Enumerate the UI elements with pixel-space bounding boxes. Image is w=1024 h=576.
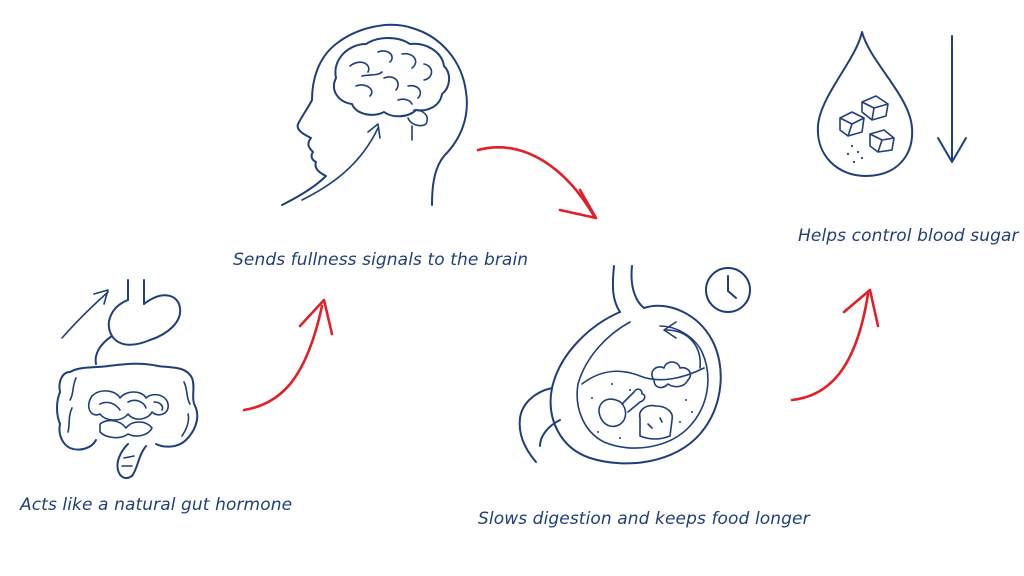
caption-brain-signals: Sends fullness signals to the brain	[233, 250, 529, 270]
caption-slow-digestion: Slows digestion and keeps food longer	[478, 509, 810, 529]
flow-arrow-stomach-to-blood-sugar	[790, 288, 880, 402]
caption-gut-hormone: Acts like a natural gut hormone	[20, 495, 293, 515]
caption-blood-sugar: Helps control blood sugar	[798, 226, 1019, 246]
clock-icon	[705, 267, 751, 313]
head-brain-icon	[281, 23, 468, 206]
down-arrow-icon	[937, 35, 967, 163]
flow-arrow-gut-to-brain	[242, 298, 334, 412]
blood-drop-sugar-icon	[816, 31, 914, 177]
digestive-system-icon	[56, 279, 199, 479]
flow-arrow-brain-to-stomach	[476, 146, 598, 220]
stomach-food-icon	[518, 265, 722, 465]
